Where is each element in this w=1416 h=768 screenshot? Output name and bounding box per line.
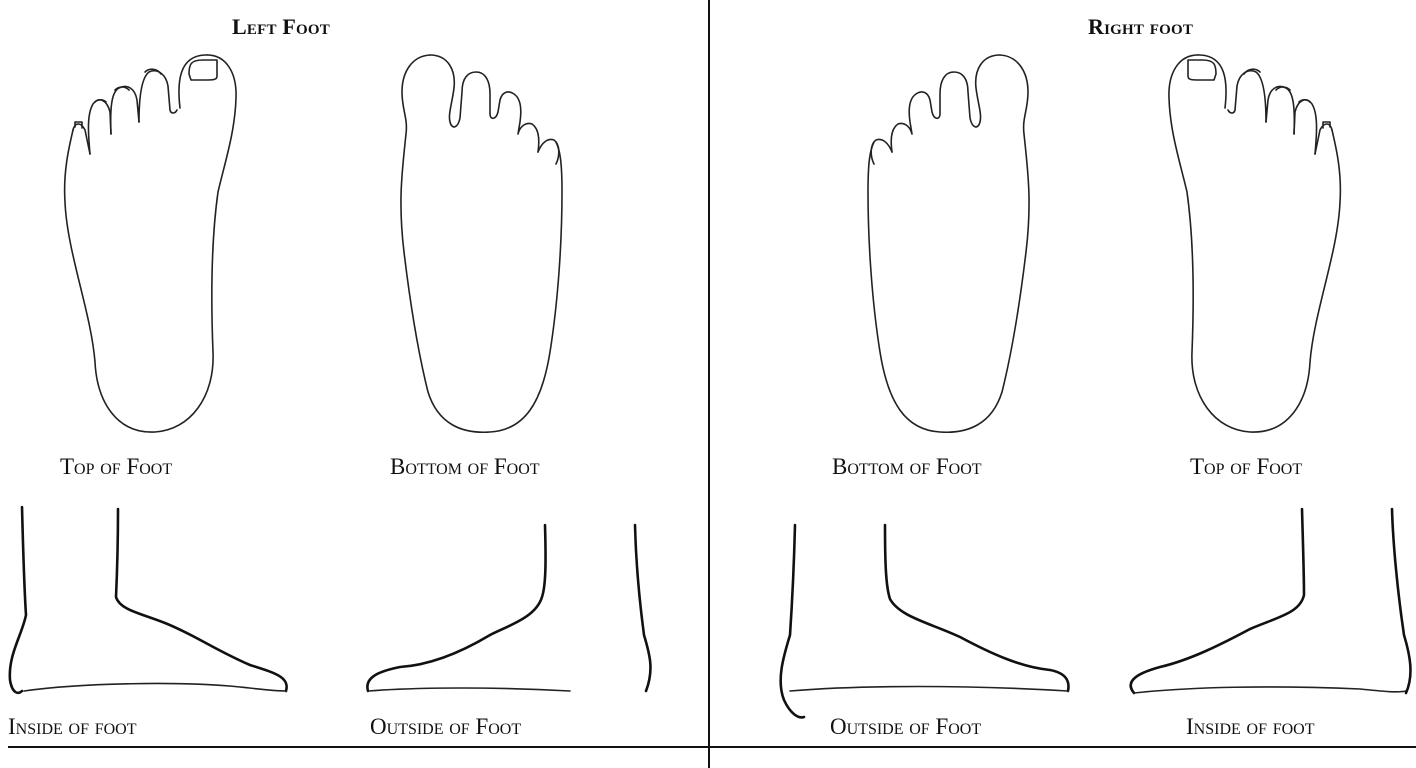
left-outside-of-foot-label: Outside of Foot <box>370 714 521 740</box>
right-outside-of-foot-drawing <box>770 505 1080 725</box>
left-foot-title: Left Foot <box>232 14 330 40</box>
left-outside-of-foot-drawing <box>360 505 660 705</box>
right-outside-of-foot-label: Outside of Foot <box>830 714 981 740</box>
left-bottom-of-foot-drawing <box>390 52 580 437</box>
right-foot-title: Right foot <box>1088 14 1193 40</box>
left-inside-of-foot-drawing <box>0 505 300 705</box>
right-bottom-of-foot-drawing <box>850 52 1040 437</box>
right-inside-of-foot-label: Inside of foot <box>1186 714 1315 740</box>
bottom-rule <box>8 746 1416 748</box>
left-bottom-of-foot-label: Bottom of Foot <box>390 454 540 480</box>
center-divider <box>708 0 710 768</box>
right-top-of-foot-drawing <box>1160 52 1350 437</box>
left-top-of-foot-label: Top of Foot <box>60 454 172 480</box>
left-top-of-foot-drawing <box>55 52 245 437</box>
right-top-of-foot-label: Top of Foot <box>1190 454 1302 480</box>
right-inside-of-foot-drawing <box>1120 505 1416 705</box>
left-inside-of-foot-label: Inside of foot <box>8 714 137 740</box>
right-bottom-of-foot-label: Bottom of Foot <box>832 454 982 480</box>
